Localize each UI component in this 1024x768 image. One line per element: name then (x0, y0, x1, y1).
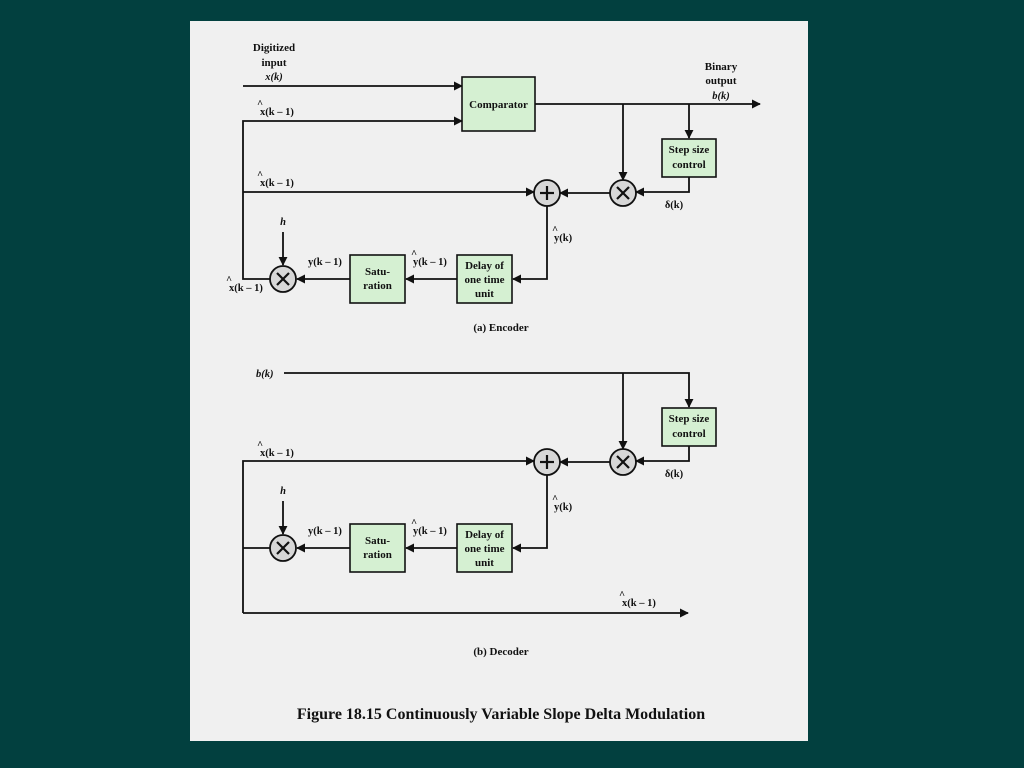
figure-title: Figure 18.15 Continuously Variable Slope… (297, 706, 705, 723)
decoder-delta-label: δ(k) (665, 469, 684, 480)
encoder-output-label-1: Binary (705, 61, 738, 73)
decoder-input-line (284, 372, 694, 408)
encoder-yhat-prev-hat: ^ (411, 249, 417, 260)
encoder-step-size-label-2: control (672, 159, 705, 171)
encoder-input-label-2: input (261, 57, 286, 69)
encoder-yhat-prev-label: y(k – 1) (413, 257, 447, 268)
decoder-step-size-label-1: Step size (669, 413, 710, 425)
encoder-delay-label-1: Delay of (465, 260, 504, 272)
decoder-step-size-label-2: control (672, 428, 705, 440)
decoder-h-label: h (280, 486, 286, 497)
encoder-delay-block (456, 254, 513, 304)
encoder-yhat-label: y(k) (554, 233, 573, 244)
encoder-saturation-label-2: ration (363, 280, 392, 292)
cvsd-diagram: Digitized input x(k) Comparator Binary o… (226, 42, 761, 723)
decoder-delay-label-2: one time (464, 543, 504, 555)
encoder-y-prev-label: y(k – 1) (308, 257, 342, 268)
decoder-step-size-block (661, 407, 717, 447)
decoder-delta-arrow (635, 446, 690, 466)
decoder: b(k) Step size control δ(k) x(k – 1) ^ y… (242, 369, 717, 658)
encoder-h-label: h (280, 217, 286, 228)
encoder-xhat-adder-hat: ^ (257, 170, 263, 181)
slide: Digitized input x(k) Comparator Binary o… (190, 21, 808, 741)
encoder-adder-to-delay (512, 206, 548, 284)
encoder-input-signal: x(k) (264, 72, 283, 83)
encoder-delay-label-2: one time (464, 274, 504, 286)
decoder-caption: (b) Decoder (473, 646, 528, 658)
encoder-output-label-2: output (705, 75, 737, 87)
decoder-yhat-hat: ^ (552, 494, 558, 505)
decoder-saturation-block (349, 523, 406, 573)
decoder-yhat-prev-label: y(k – 1) (413, 526, 447, 537)
encoder-yhat-hat: ^ (552, 225, 558, 236)
decoder-xhat-to-adder (242, 456, 535, 613)
decoder-y-prev-label: y(k – 1) (308, 526, 342, 537)
decoder-xhat-out-label: x(k – 1) (622, 598, 656, 609)
decoder-xhat-out-hat: ^ (619, 590, 625, 601)
encoder-xhat-feedback-label: x(k – 1) (260, 107, 294, 118)
encoder-delta-arrow (635, 177, 690, 197)
encoder-caption: (a) Encoder (473, 322, 528, 334)
decoder-xhat-adder-label: x(k – 1) (260, 448, 294, 459)
encoder-xhat-adder-label: x(k – 1) (260, 178, 294, 189)
decoder-yhat-prev-hat: ^ (411, 518, 417, 529)
encoder-step-size-label-1: Step size (669, 144, 710, 156)
decoder-yhat-label: y(k) (554, 502, 573, 513)
decoder-delay-block (456, 523, 513, 573)
encoder-delta-label: δ(k) (665, 200, 684, 211)
encoder-output-signal: b(k) (712, 91, 730, 102)
encoder-input-label-1: Digitized (253, 42, 295, 54)
decoder-xhat-adder-hat: ^ (257, 440, 263, 451)
decoder-saturation-label-1: Satu- (365, 535, 390, 547)
encoder-xhat-out-label: x(k – 1) (229, 283, 263, 294)
encoder-feedback-loop (242, 116, 463, 280)
encoder-saturation-label-1: Satu- (365, 266, 390, 278)
decoder-input-label: b(k) (256, 369, 274, 380)
encoder-saturation-block (349, 254, 406, 304)
decoder-adder-to-delay (512, 475, 548, 553)
encoder: Digitized input x(k) Comparator Binary o… (226, 42, 761, 334)
encoder-xhat-feedback-hat: ^ (257, 99, 263, 110)
decoder-delay-label-1: Delay of (465, 529, 504, 541)
decoder-delay-label-3: unit (475, 557, 494, 569)
encoder-delay-label-3: unit (475, 288, 494, 300)
encoder-xhat-out-hat: ^ (226, 275, 232, 286)
decoder-saturation-label-2: ration (363, 549, 392, 561)
comparator-label: Comparator (469, 99, 528, 111)
